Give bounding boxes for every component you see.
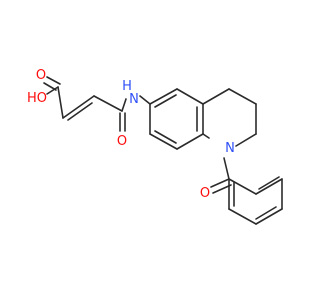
- bond-acid-c-alkene: [57, 86, 64, 119]
- atom-label-layer: O HO H N O N O: [27, 68, 235, 201]
- bond-ph-4: [228, 208, 257, 225]
- bond-layer: [43, 76, 283, 225]
- bond-ar-2: [176, 88, 204, 105]
- atom-oxygen-benzoyl: O: [200, 186, 210, 201]
- bond-amide-c-n: [121, 98, 127, 112]
- bond-n-carbonyl: [223, 157, 230, 180]
- bond-ph-1-inner: [258, 176, 280, 190]
- bond-ph-3-inner: [255, 206, 277, 220]
- molecule-structure: O HO H N O N O: [27, 68, 283, 225]
- bond-benzoyl-c-o-a: [210, 178, 230, 188]
- bond-n-aryl: [139, 95, 151, 105]
- bond-alkene-double-b: [67, 102, 93, 121]
- bond-ar-1-inner: [154, 94, 177, 108]
- atom-oxygen-acid-carbonyl: O: [36, 68, 46, 83]
- bond-ar-1: [149, 88, 178, 105]
- bond-sat-2: [228, 88, 257, 105]
- bond-alkene-amide-c: [93, 95, 123, 112]
- bond-ar-5-inner: [154, 130, 177, 144]
- bond-alkene-double-a: [62, 95, 95, 119]
- bond-acid-c-oh: [46, 86, 59, 95]
- bond-acid-c-o-double-a: [46, 76, 61, 85]
- atom-amide-hydrogen: H: [122, 79, 132, 94]
- bond-ring-n-aryl: [202, 133, 210, 139]
- bond-sat-1: [202, 88, 230, 105]
- atom-oxygen-amide: O: [117, 134, 127, 149]
- atom-ring-nitrogen: N: [225, 141, 235, 156]
- atom-hydroxyl: HO: [27, 91, 47, 106]
- structure-canvas: O HO H N O N O: [27, 68, 283, 225]
- bond-ph-3: [255, 208, 283, 225]
- bond-ar-4: [176, 133, 204, 150]
- bond-sat-4: [235, 133, 257, 147]
- bond-ar-5: [149, 133, 178, 150]
- bond-ph-1: [255, 178, 283, 195]
- bond-benzoyl-c-o-b: [212, 184, 232, 194]
- bond-carbonyl-phenyl: [228, 178, 257, 195]
- atom-amide-nitrogen: N: [129, 92, 139, 107]
